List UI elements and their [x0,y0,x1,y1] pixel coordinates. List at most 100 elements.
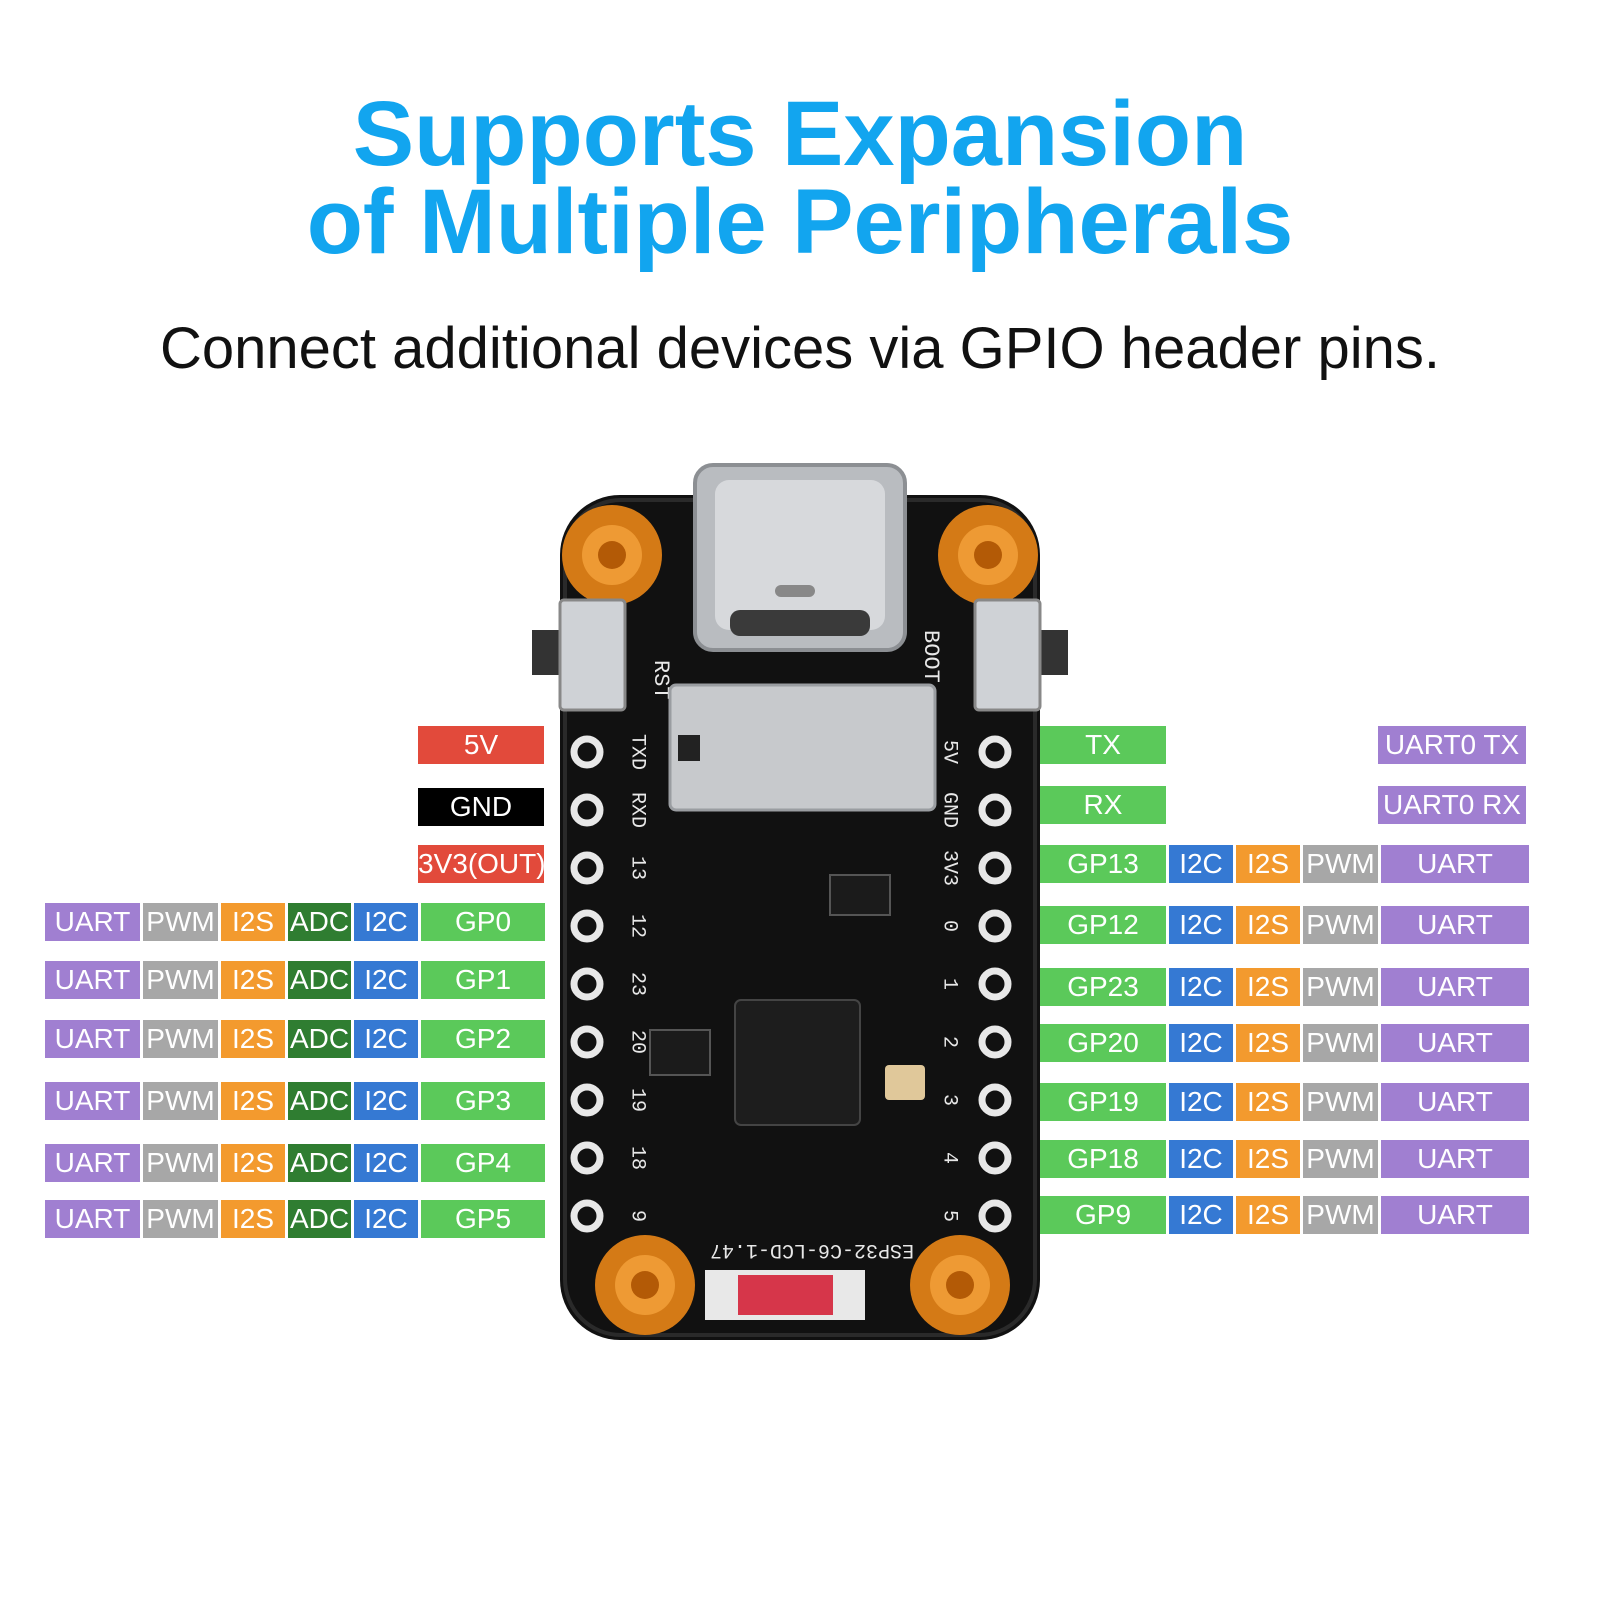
boot-silk-label: BOOT [918,630,943,683]
pwm-tag: PWM [143,1020,218,1058]
pin-label-gnd: GND [418,788,544,826]
gpio-tag: GP13 [1040,845,1166,883]
uart-tag: UART [45,1020,140,1058]
right-row-uart0-tx: UART0 TX [1378,726,1526,764]
subtitle: Connect additional devices via GPIO head… [160,316,1440,381]
right-gpio-row-gp13: GP13 I2C I2S PWM UART [1040,845,1529,883]
gpio-tag: GP4 [421,1144,545,1182]
left-gpio-row-gp2: UART PWM I2S ADC I2C GP2 [45,1020,545,1058]
i2c-tag: I2C [1169,1083,1233,1121]
mounting-hole-br [910,1235,1010,1335]
gpio-tag: GP1 [421,961,545,999]
right-gpio-row-gp20: GP20 I2C I2S PWM UART [1040,1024,1529,1062]
silk-left-label-0: TXD [626,734,649,770]
i2c-tag: I2C [354,903,418,941]
right-row-uart0-rx: UART0 RX [1378,786,1526,824]
mounting-hole-bl [595,1235,695,1335]
silk-left-label-3: 12 [626,914,649,938]
right-gpio-row-gp19: GP19 I2C I2S PWM UART [1040,1083,1529,1121]
uart-tag: UART [45,1200,140,1238]
pwm-tag: PWM [1303,1024,1378,1062]
gpio-tag: GP12 [1040,906,1166,944]
pwm-tag: PWM [1303,845,1378,883]
uart-tag: UART [1381,1024,1529,1062]
adc-tag: ADC [288,1200,351,1238]
gpio-tag: GP18 [1040,1140,1166,1178]
pwm-tag: PWM [143,1200,218,1238]
pin-label-5v: 5V [418,726,544,764]
silk-left-label-2: 13 [626,856,649,880]
i2s-tag: I2S [221,1020,285,1058]
i2c-tag: I2C [354,1020,418,1058]
i2s-tag: I2S [1236,1196,1300,1234]
gpio-tag: GP20 [1040,1024,1166,1062]
silk-right-label-6: 3 [938,1094,961,1106]
red-led-part [738,1275,833,1315]
uart-tag: UART [45,1082,140,1120]
right-gpio-row-gp9: GP9 I2C I2S PWM UART [1040,1196,1529,1234]
gpio-tag: RX [1040,786,1166,824]
silk-left-label-8: 9 [626,1210,649,1222]
mounting-hole-tr [938,505,1038,605]
board-model-label: ESP32-C6-LCD-1.47 [710,1238,914,1261]
silk-right-label-2: 3V3 [938,850,961,886]
i2s-tag: I2S [1236,1024,1300,1062]
i2c-tag: I2C [354,961,418,999]
i2c-tag: I2C [1169,1024,1233,1062]
adc-tag: ADC [288,961,351,999]
pwm-tag: PWM [1303,1140,1378,1178]
gpio-tag: GP19 [1040,1083,1166,1121]
pwm-tag: PWM [1303,906,1378,944]
uart-tag: UART [1381,1083,1529,1121]
uart-tag: UART [1381,968,1529,1006]
silk-right-label-4: 1 [938,978,961,990]
silk-right-label-3: 0 [938,920,961,932]
pwm-tag: PWM [1303,1083,1378,1121]
adc-tag: ADC [288,1020,351,1058]
i2s-tag: I2S [1236,906,1300,944]
uart-tag: UART [1381,845,1529,883]
silk-right-label-7: 4 [938,1152,961,1164]
pwm-tag: PWM [1303,968,1378,1006]
silk-left-label-4: 23 [626,972,649,996]
uart-tag: UART [1381,906,1529,944]
silk-left-label-7: 18 [626,1146,649,1170]
silk-right-label-0: 5V [938,740,961,764]
i2s-tag: I2S [221,1082,285,1120]
gpio-tag: GP2 [421,1020,545,1058]
silk-right-label-8: 5 [938,1210,961,1222]
silk-left-label-5: 20 [626,1030,649,1054]
i2c-tag: I2C [1169,1140,1233,1178]
right-gpio-row-gp18: GP18 I2C I2S PWM UART [1040,1140,1529,1178]
right-gpio-row-gp23: GP23 I2C I2S PWM UART [1040,968,1529,1006]
adc-tag: ADC [288,1082,351,1120]
gpio-tag: GP0 [421,903,545,941]
gpio-tag: TX [1040,726,1166,764]
pwm-tag: PWM [143,1082,218,1120]
i2c-tag: I2C [354,1144,418,1182]
i2s-tag: I2S [221,903,285,941]
left-gpio-row-gp4: UART PWM I2S ADC I2C GP4 [45,1144,545,1182]
silk-left-label-1: RXD [626,792,649,828]
left-gpio-row-gp3: UART PWM I2S ADC I2C GP3 [45,1082,545,1120]
pwm-tag: PWM [143,903,218,941]
left-power-row-gnd: GND [418,788,544,826]
silk-right-label-1: GND [938,792,961,828]
uart-tag: UART [1381,1140,1529,1178]
uart0-tx-tag: UART0 TX [1378,726,1526,764]
uart-tag: UART [45,903,140,941]
gpio-tag: GP5 [421,1200,545,1238]
left-gpio-row-gp5: UART PWM I2S ADC I2C GP5 [45,1200,545,1238]
i2c-tag: I2C [1169,845,1233,883]
uart-tag: UART [45,1144,140,1182]
gpio-tag: GP23 [1040,968,1166,1006]
right-row-rx: RX [1040,786,1166,824]
pwm-tag: PWM [1303,1196,1378,1234]
left-pin-header [570,735,604,1233]
left-power-row-5v: 5V [418,726,544,764]
gpio-tag: GP9 [1040,1196,1166,1234]
i2s-tag: I2S [221,1200,285,1238]
mounting-hole-tl [562,505,662,605]
left-gpio-row-gp1: UART PWM I2S ADC I2C GP1 [45,961,545,999]
